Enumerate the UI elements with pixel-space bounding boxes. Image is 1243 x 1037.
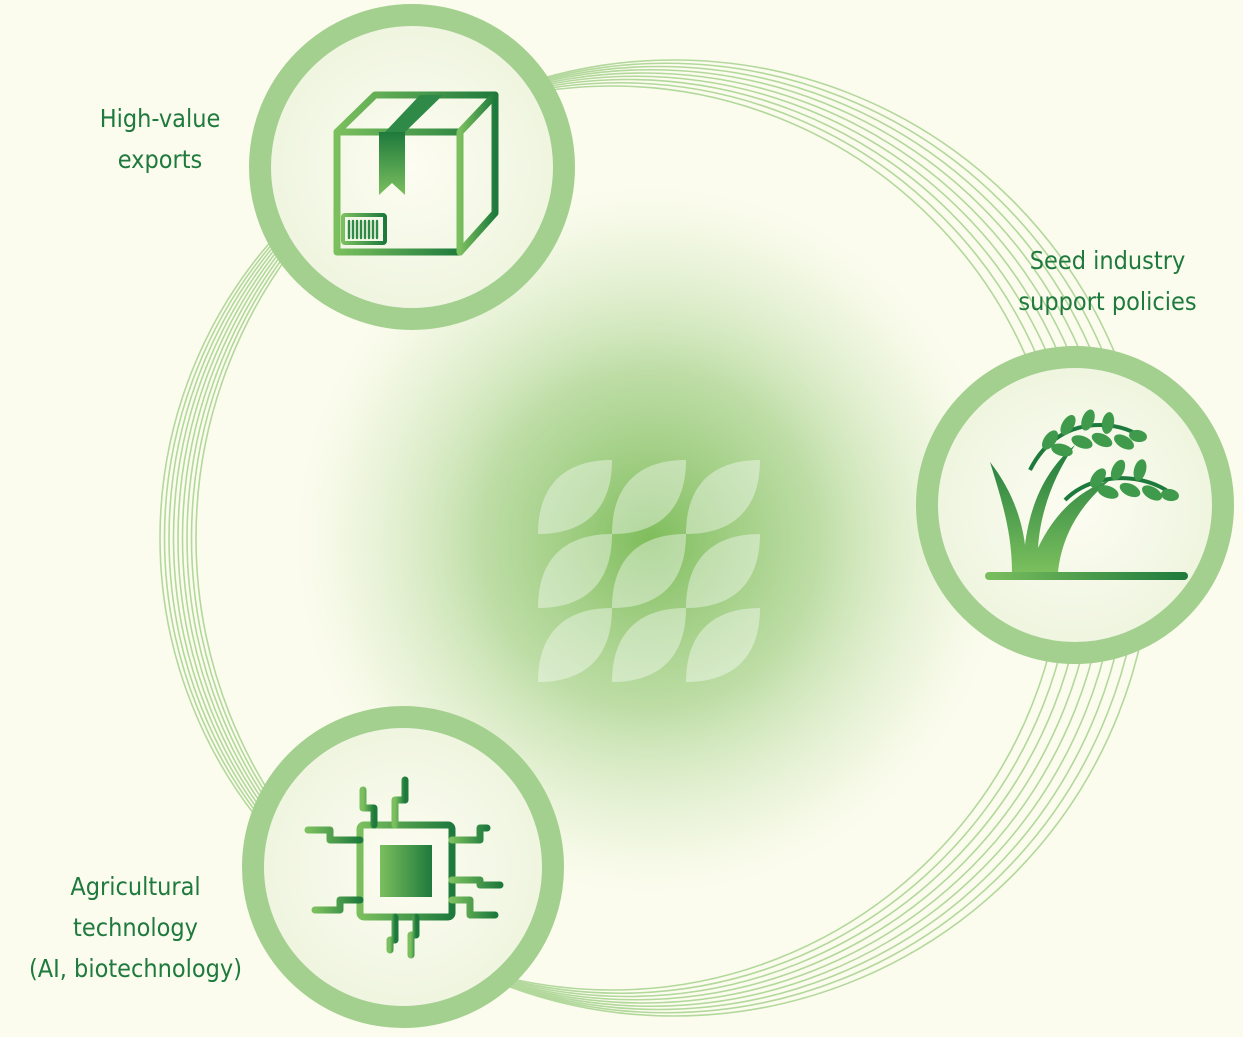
leaf-pattern-icon	[538, 460, 760, 682]
leaf-shape	[538, 460, 612, 534]
label-line: High-value	[99, 104, 221, 133]
leaf-shape	[612, 534, 686, 608]
leaf-shape	[612, 608, 686, 682]
package-box-icon	[333, 91, 499, 256]
leaf-shape	[538, 608, 612, 682]
label-line: Agricultural	[70, 872, 201, 901]
label-high-value-exports: High-value exports	[60, 98, 260, 180]
rice-plant-icon	[985, 409, 1188, 580]
label-line: technology	[73, 913, 198, 942]
leaf-shape	[686, 460, 760, 534]
node-agricultural-technology	[242, 706, 564, 1028]
leaf-shape	[686, 608, 760, 682]
leaf-shape	[538, 534, 612, 608]
leaf-shape	[686, 534, 760, 608]
node-seed-industry	[916, 346, 1234, 664]
microchip-icon	[304, 776, 504, 959]
label-line: Seed industry	[1029, 246, 1186, 275]
label-seed-industry: Seed industry support policies	[985, 240, 1230, 322]
label-line: exports	[117, 145, 203, 174]
label-line: (AI, biotechnology)	[28, 954, 243, 983]
label-agricultural-technology: Agricultural technology (AI, biotechnolo…	[8, 866, 263, 989]
node-high-value-exports	[249, 4, 575, 330]
leaf-shape	[612, 460, 686, 534]
node-ring	[249, 4, 575, 330]
label-line: support policies	[1018, 287, 1197, 316]
